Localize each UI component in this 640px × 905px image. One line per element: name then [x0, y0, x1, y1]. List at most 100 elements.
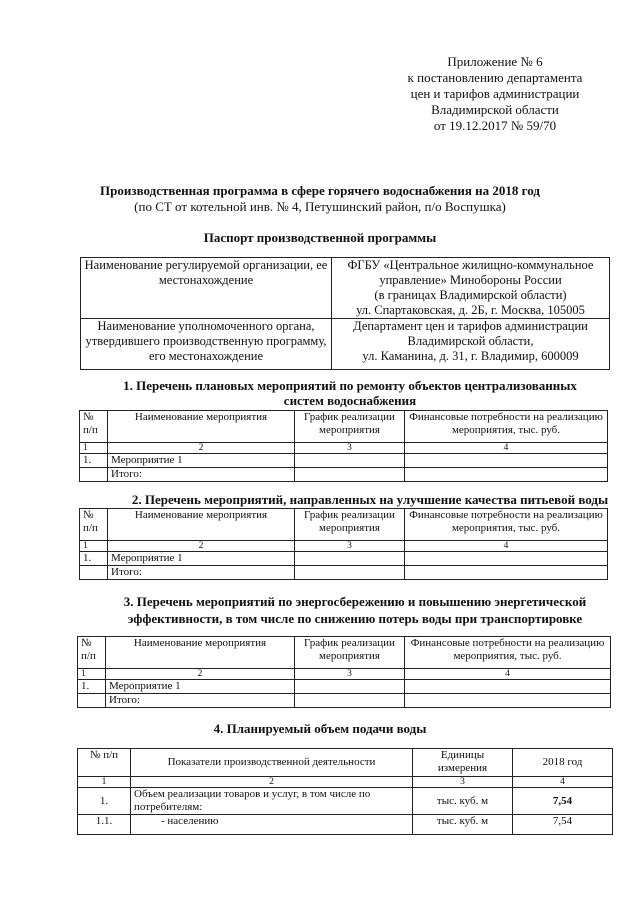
table-cell: 7,54 [512, 787, 613, 815]
passport-heading: Паспорт производственной программы [203, 230, 437, 245]
table-cell: 7,54 [512, 814, 613, 835]
table-cell: Финансовые потребности на реализацию мер… [404, 410, 608, 443]
table-cell: Финансовые потребности на реализацию мер… [404, 508, 608, 541]
table-cell: График реализации мероприятия [294, 636, 405, 669]
document-subtitle: (по СТ от котельной инв. № 4, Петушински… [134, 199, 506, 214]
table-cell [404, 693, 611, 708]
table-cell: 1. [79, 551, 108, 566]
table-cell: 2 [130, 776, 413, 788]
table-cell: 1. [77, 787, 131, 815]
table-cell: тыс. куб. м [412, 814, 513, 835]
table-cell [404, 679, 611, 694]
table-cell: График реализации мероприятия [294, 508, 405, 541]
table-cell [294, 467, 405, 482]
annex-line: цен и тарифов администрации [410, 86, 580, 101]
table-cell: 1.1. [77, 814, 131, 835]
table-cell: 1 [77, 776, 131, 788]
table-cell: 1. [77, 679, 106, 694]
table-cell: 4 [404, 668, 611, 680]
table-cell: 2 [107, 540, 295, 552]
annex-block: Приложение № 6 к постановлению департаме… [380, 54, 610, 134]
table-cell: 2 [107, 442, 295, 454]
passport-label: Наименование регулируемой организации, е… [80, 257, 332, 319]
table-cell [294, 453, 405, 468]
table-cell: 3 [294, 540, 405, 552]
table-cell: Объем реализации товаров и услуг, в том … [130, 787, 413, 815]
annex-line: Владимирской области [431, 102, 559, 117]
table-cell: управление» Минобороны России [379, 273, 562, 287]
table-cell [77, 693, 106, 708]
table-cell: Итого: [107, 467, 295, 482]
table-cell: ул. Каманина, д. 31, г. Владимир, 600009 [362, 349, 579, 363]
section-2-heading: 2. Перечень мероприятий, направленных на… [131, 492, 609, 507]
table-cell: 3 [412, 776, 513, 788]
table-cell: Единицы измерения [412, 748, 513, 777]
table-row: 1.Мероприятие 1 [79, 551, 608, 566]
table-cell: 3 [294, 442, 405, 454]
table-cell: 4 [404, 540, 608, 552]
table-cell: № п/п [79, 410, 108, 443]
table-cell: Финансовые потребности на реализацию мер… [404, 636, 611, 669]
passport-table: Наименование регулируемой организации, е… [80, 257, 610, 370]
table-cell: Мероприятие 1 [107, 551, 295, 566]
table-cell: Итого: [107, 565, 295, 580]
table-cell: - населению [130, 814, 413, 835]
table-cell: 3 [294, 668, 405, 680]
document-title: Производственная программа в сфере горяч… [100, 183, 540, 198]
table-cell [404, 453, 608, 468]
table-row: Наименование уполномоченного органа, утв… [80, 318, 610, 370]
table-row: Итого: [79, 565, 608, 580]
table-cell [79, 467, 108, 482]
table-cell: Мероприятие 1 [105, 679, 295, 694]
table-cell: ФГБУ «Центральное жилищно-коммунальное [347, 258, 594, 272]
table-cell [294, 693, 405, 708]
table-cell: тыс. куб. м [412, 787, 513, 815]
table-row: 1.Мероприятие 1 [79, 453, 608, 468]
section-1-heading: 1. Перечень плановых мероприятий по ремо… [123, 378, 577, 408]
passport-label: Наименование уполномоченного органа, утв… [80, 318, 332, 370]
annex-line: от 19.12.2017 № 59/70 [433, 118, 557, 133]
table-cell [79, 565, 108, 580]
table-cell: Итого: [105, 693, 295, 708]
table-cell: 1 [79, 442, 108, 454]
table-cell: Показатели производственной деятельности [130, 748, 413, 777]
table-cell [404, 551, 608, 566]
table-row: 1.Мероприятие 1 [77, 679, 611, 694]
annex-line: к постановлению департамента [407, 70, 583, 85]
table-cell: 1 [79, 540, 108, 552]
table-cell [294, 679, 405, 694]
table-cell: Владимирской области, [407, 334, 534, 348]
table-cell: 1 [77, 668, 106, 680]
supply-heading: 4. Планируемый объем подачи воды [213, 721, 427, 736]
table-cell: Наименование мероприятия [107, 410, 295, 443]
table-cell: Наименование мероприятия [107, 508, 295, 541]
table-cell: 2 [105, 668, 295, 680]
table-cell: 1. [79, 453, 108, 468]
table-cell [404, 467, 608, 482]
table-row: 1.Объем реализации товаров и услуг, в то… [77, 787, 613, 815]
table-cell: № п/п [77, 748, 131, 777]
table-cell: Наименование мероприятия [105, 636, 295, 669]
table-cell: ул. Спартаковская, д. 2Б, г. Москва, 105… [356, 303, 585, 317]
section-3-heading: 3. Перечень мероприятий по энергосбереже… [123, 594, 587, 626]
table-cell [294, 565, 405, 580]
table-cell: 2018 год [512, 748, 613, 777]
table-cell: № п/п [79, 508, 108, 541]
table-cell: № п/п [77, 636, 106, 669]
table-cell: 4 [512, 776, 613, 788]
table-cell: (в границах Владимирской области) [374, 288, 567, 302]
